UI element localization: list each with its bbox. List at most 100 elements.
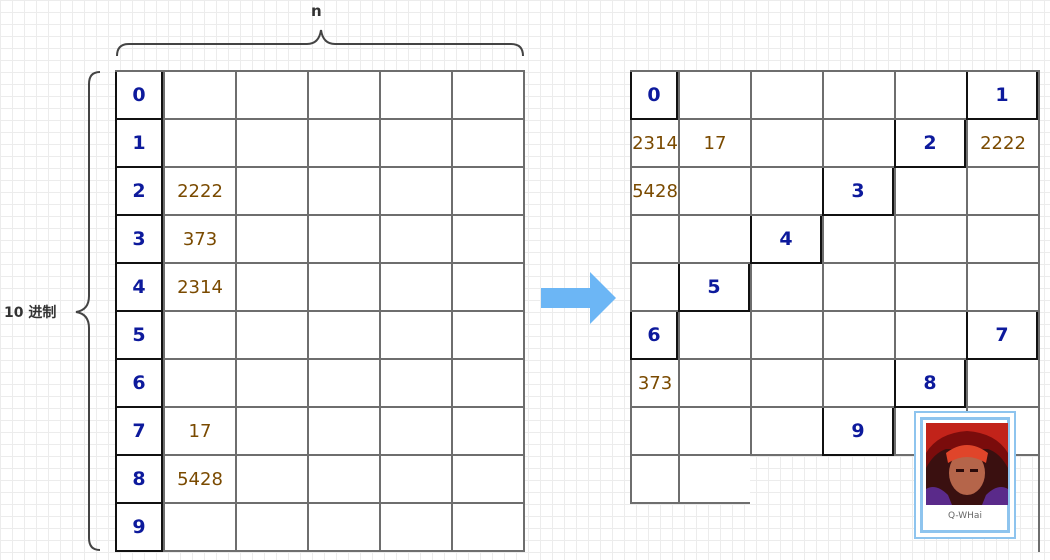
right-bucket-cell [966, 360, 1038, 408]
right-bucket-cell [966, 168, 1038, 216]
right-row-index: 7 [966, 312, 1038, 360]
right-bucket-cell [750, 264, 822, 312]
right-row-index: 4 [750, 216, 822, 264]
right-bucket-cell: 2314 [630, 120, 678, 168]
left-row-index: 4 [115, 264, 163, 312]
right-bucket-cell [750, 168, 822, 216]
left-bucket-cell [451, 360, 523, 408]
left-row-index: 7 [115, 408, 163, 456]
right-bucket-cell [750, 120, 822, 168]
left-bucket-cell [379, 504, 451, 552]
left-row-index: 3 [115, 216, 163, 264]
left-bucket-cell [451, 120, 523, 168]
left-bucket-cell [379, 264, 451, 312]
right-bucket-cell [894, 264, 966, 312]
left-bucket-cell [235, 120, 307, 168]
left-bucket-cell [307, 72, 379, 120]
left-bucket-cell: 2222 [163, 168, 235, 216]
left-bucket-cell [235, 456, 307, 504]
left-row-index: 1 [115, 120, 163, 168]
right-arrow-icon [541, 272, 616, 324]
left-bucket-cell [379, 456, 451, 504]
left-bucket-cell [451, 168, 523, 216]
left-bucket-cell [235, 408, 307, 456]
right-bucket-cell [822, 72, 894, 120]
left-row-index: 9 [115, 504, 163, 552]
left-bucket-cell [451, 408, 523, 456]
right-bucket-cell [822, 312, 894, 360]
right-bucket-cell [894, 312, 966, 360]
right-bucket-cell [678, 408, 750, 456]
left-bucket-cell [379, 120, 451, 168]
right-bucket-cell [966, 216, 1038, 264]
left-row-index: 2 [115, 168, 163, 216]
right-bucket-cell [750, 360, 822, 408]
right-bucket-cell [630, 264, 678, 312]
avatar-caption: Q-WHai [948, 511, 982, 521]
right-bucket-cell [822, 264, 894, 312]
right-bucket-cell: 17 [678, 120, 750, 168]
right-row-index: 2 [894, 120, 966, 168]
right-bucket-cell [630, 408, 678, 456]
left-bucket-cell [307, 216, 379, 264]
right-row-index: 0 [630, 72, 678, 120]
left-row-index: 8 [115, 456, 163, 504]
left-bucket-cell [379, 216, 451, 264]
left-bucket-cell [163, 312, 235, 360]
left-bucket-cell [235, 216, 307, 264]
avatar-image [926, 423, 1008, 505]
right-bucket-cell [678, 312, 750, 360]
right-bucket-cell [678, 216, 750, 264]
top-brace [116, 29, 524, 57]
right-row-index: 5 [678, 264, 750, 312]
left-bucket-cell [307, 408, 379, 456]
left-bucket-cell [163, 504, 235, 552]
right-bucket-cell [750, 408, 822, 456]
left-bucket-cell: 5428 [163, 456, 235, 504]
left-bucket-cell [451, 216, 523, 264]
left-bucket-cell [163, 360, 235, 408]
right-bucket-cell [822, 120, 894, 168]
right-bucket-cell [678, 360, 750, 408]
left-row-index: 6 [115, 360, 163, 408]
right-bucket-cell: 5428 [630, 168, 678, 216]
right-row-index: 6 [630, 312, 678, 360]
left-bucket-cell [379, 72, 451, 120]
left-bucket-cell [451, 264, 523, 312]
left-bucket-cell [307, 504, 379, 552]
left-bucket-cell [235, 168, 307, 216]
right-row-index: 1 [966, 72, 1038, 120]
left-bucket-cell [307, 456, 379, 504]
left-bucket-cell [379, 360, 451, 408]
right-bucket-cell [630, 216, 678, 264]
left-bucket-cell [451, 72, 523, 120]
left-bucket-cell [379, 312, 451, 360]
right-bucket-cell [822, 216, 894, 264]
right-row-index: 3 [822, 168, 894, 216]
right-bucket-cell [894, 72, 966, 120]
left-bucket-cell [307, 312, 379, 360]
right-row-index: 8 [894, 360, 966, 408]
left-row-index: 0 [115, 72, 163, 120]
left-bucket-cell: 17 [163, 408, 235, 456]
left-bucket-cell [163, 72, 235, 120]
side-label: 10 进制 [4, 305, 57, 321]
right-bucket-cell [678, 72, 750, 120]
right-bucket-cell [966, 264, 1038, 312]
right-bucket-cell [678, 456, 750, 504]
left-bucket-cell [451, 312, 523, 360]
left-bucket-cell: 373 [163, 216, 235, 264]
left-bucket-cell [307, 360, 379, 408]
left-bucket-cell [307, 120, 379, 168]
right-bucket-cell [894, 168, 966, 216]
right-bucket-cell [894, 216, 966, 264]
left-bucket-cell [451, 504, 523, 552]
left-bucket-cell [235, 312, 307, 360]
top-label: n [311, 2, 322, 20]
left-bucket-cell [451, 456, 523, 504]
left-row-index: 5 [115, 312, 163, 360]
left-bucket-cell [235, 504, 307, 552]
right-row-index: 9 [822, 408, 894, 456]
